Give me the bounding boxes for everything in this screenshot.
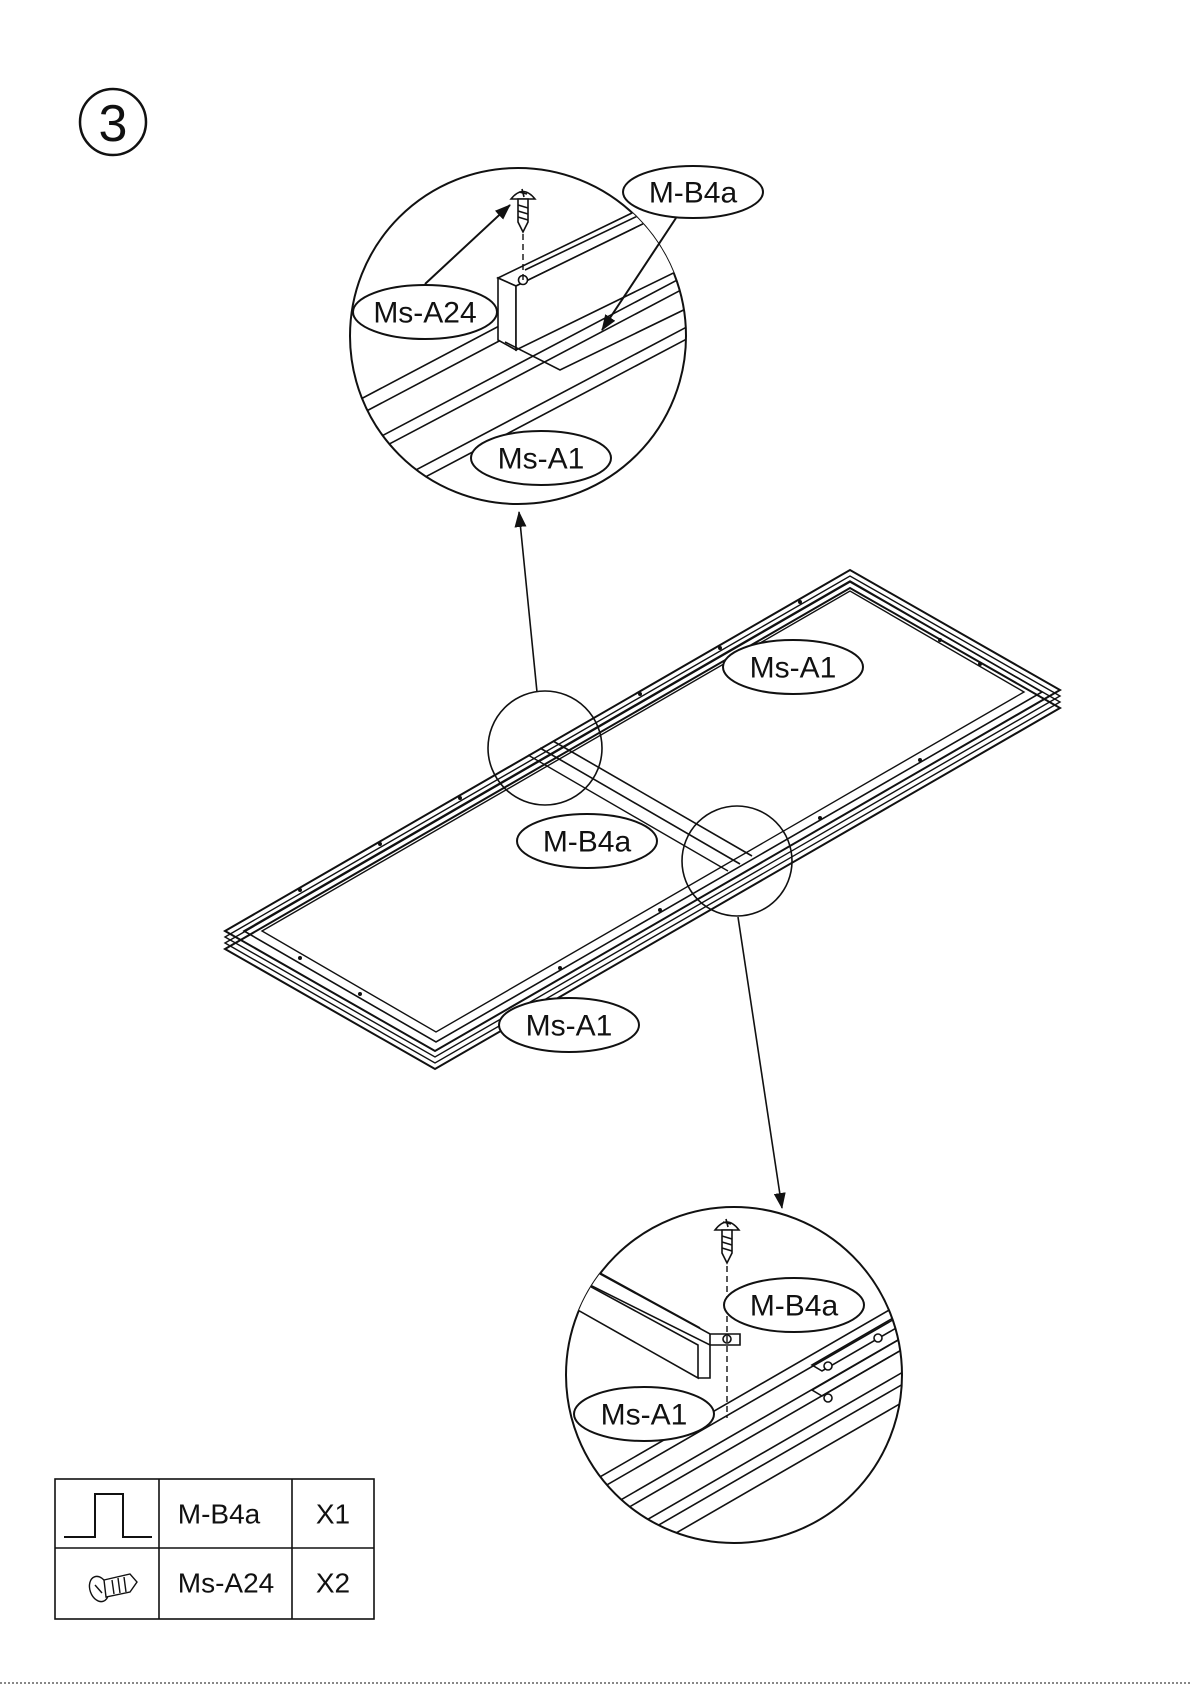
label-top-frame: Ms-A1 — [498, 443, 585, 476]
parts-table: M-B4a X1 Ms-A24 X2 — [55, 1479, 374, 1619]
table-part-name: Ms-A24 — [178, 1568, 274, 1599]
table-qty: X2 — [316, 1568, 350, 1599]
callout-bottom-bracket: M-B4a — [724, 1278, 864, 1332]
label-top-screw: Ms-A24 — [373, 297, 476, 330]
label-top-bracket: M-B4a — [649, 177, 738, 210]
label-frame-right: Ms-A1 — [750, 652, 837, 685]
label-frame-bottom: Ms-A1 — [526, 1010, 613, 1043]
detail-bottom-circle — [566, 1207, 902, 1543]
callout-frame-bottom: Ms-A1 — [499, 998, 639, 1052]
leader-top — [519, 512, 537, 692]
detail-top: M-B4a Ms-A24 Ms-A1 — [340, 166, 763, 522]
step-badge: 3 — [80, 89, 146, 155]
callout-bottom-frame: Ms-A1 — [574, 1387, 714, 1441]
label-bottom-bracket: M-B4a — [750, 1290, 839, 1323]
detail-bottom: M-B4a Ms-A1 — [560, 1207, 910, 1600]
callout-top-frame: Ms-A1 — [471, 431, 611, 485]
table-qty: X1 — [316, 1499, 350, 1530]
main-frame — [225, 570, 1060, 1069]
step-number: 3 — [99, 95, 128, 153]
callout-frame-right: Ms-A1 — [723, 640, 863, 694]
label-frame-center: M-B4a — [543, 826, 632, 859]
leader-bottom — [738, 917, 782, 1208]
table-part-name: M-B4a — [178, 1499, 261, 1530]
label-bottom-frame: Ms-A1 — [601, 1399, 688, 1432]
callout-frame-center: M-B4a — [517, 814, 657, 868]
